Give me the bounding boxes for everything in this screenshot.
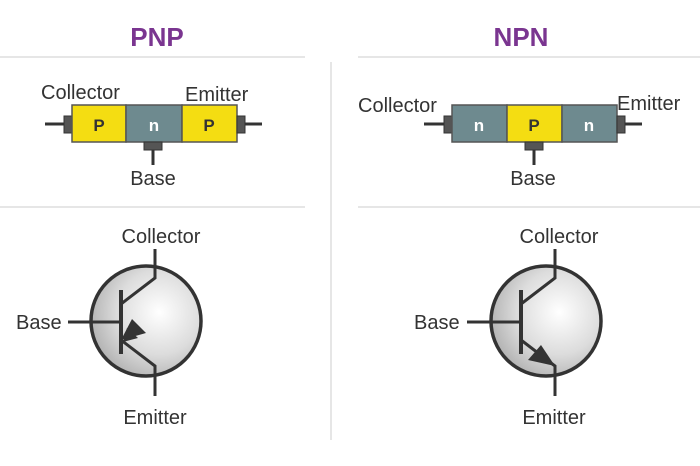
- pnp-collector-label: Collector: [41, 82, 120, 104]
- pnp-layer-2-label: n: [149, 116, 159, 135]
- npn-base-label: Base: [510, 168, 556, 190]
- npn-layer-3-label: n: [584, 116, 594, 135]
- pnp-symbol-base-label: Base: [16, 312, 62, 334]
- npn-title: NPN: [494, 22, 549, 52]
- npn-junction-block: n P n Collector Emitter Base: [358, 93, 681, 190]
- pnp-symbol-arrow-head: [121, 319, 146, 340]
- pnp-symbol-collector-lead: [120, 249, 157, 306]
- pnp-panel: PNP P n P Collector Emitter Base: [0, 22, 305, 429]
- npn-symbol: Collector Base Emitter: [414, 226, 603, 429]
- pnp-emitter-label: Emitter: [185, 84, 249, 106]
- pnp-layer-3: [181, 104, 238, 143]
- pnp-collector-terminal: [63, 115, 73, 134]
- pnp-base-terminal: [143, 141, 163, 151]
- npn-emitter-terminal: [616, 115, 626, 134]
- pnp-symbol-collector-label: Collector: [122, 226, 201, 248]
- pnp-title: PNP: [130, 22, 183, 52]
- npn-symbol-base-label: Base: [414, 312, 460, 334]
- pnp-layer-3-label: P: [203, 116, 214, 135]
- pnp-layer-1: [71, 104, 127, 143]
- npn-layer-1-label: n: [474, 116, 484, 135]
- npn-panel: NPN n P n Collector Emitter Base: [358, 22, 700, 429]
- pnp-layer-2: [125, 104, 183, 143]
- pnp-symbol: Collector Base Emitter: [16, 226, 203, 429]
- pnp-base-label: Base: [130, 168, 176, 190]
- npn-collector-terminal: [443, 115, 453, 134]
- npn-symbol-emitter-label: Emitter: [522, 407, 586, 429]
- pnp-symbol-emitter-lead: [120, 338, 157, 396]
- npn-emitter-label: Emitter: [617, 93, 681, 115]
- npn-collector-label: Collector: [358, 95, 437, 117]
- pnp-layer-1-label: P: [93, 116, 104, 135]
- pnp-emitter-terminal: [236, 115, 246, 134]
- npn-layer-3: [561, 104, 618, 143]
- pnp-junction-block: P n P Collector Emitter Base: [41, 82, 262, 190]
- npn-symbol-collector-lead: [520, 249, 557, 306]
- npn-layer-2-label: P: [528, 116, 539, 135]
- pnp-symbol-emitter-label: Emitter: [123, 407, 187, 429]
- npn-symbol-collector-label: Collector: [520, 226, 599, 248]
- npn-layer-1: [451, 104, 508, 143]
- npn-symbol-arrow-head: [528, 345, 555, 366]
- npn-base-terminal: [524, 141, 544, 151]
